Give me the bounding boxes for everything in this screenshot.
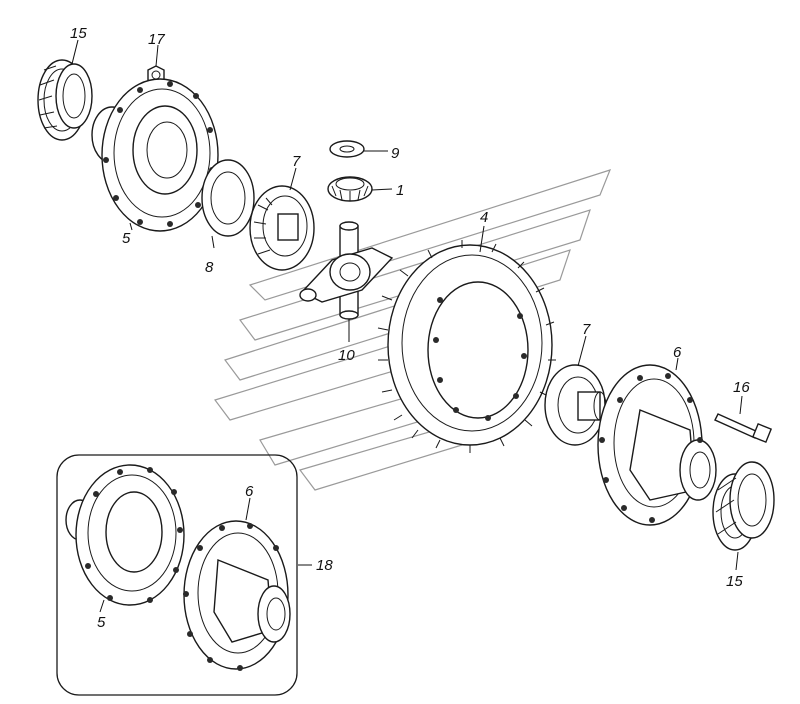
callout-5-box: 5: [97, 614, 106, 631]
leader-lines: [71, 39, 743, 613]
callout-6-box: 6: [245, 483, 254, 500]
callout-16: 16: [733, 379, 750, 396]
spider-10: [299, 221, 394, 320]
pinion-gear-1: [327, 176, 373, 202]
washer-8: [201, 159, 255, 237]
bearing-15-bottom: [712, 461, 775, 551]
callout-8: 8: [205, 259, 214, 276]
bolt-16: [714, 413, 773, 444]
bearing-15-top: [37, 59, 93, 141]
callout-17: 17: [148, 31, 165, 48]
side-gear-7-lower: [544, 364, 607, 446]
callout-15-top: 15: [70, 25, 87, 42]
callout-7-upper: 7: [292, 153, 301, 170]
callout-18: 18: [316, 557, 333, 574]
assembly-18-box: [56, 454, 298, 696]
housing-5-top: [91, 78, 219, 232]
callout-10: 10: [338, 347, 355, 364]
side-gear-7-upper: [249, 185, 315, 271]
callout-5-top: 5: [122, 230, 131, 247]
callouts: 15 17 5 8 7 9 1 10 4 7 6 16 15 6 18 5: [70, 25, 750, 631]
callout-1: 1: [396, 182, 404, 199]
callout-7-lower: 7: [582, 321, 591, 338]
callout-9: 9: [391, 145, 400, 162]
callout-6-right: 6: [673, 344, 682, 361]
callout-4: 4: [480, 209, 488, 226]
callout-15-bottom: 15: [726, 573, 743, 590]
housing-6-right: [597, 364, 717, 526]
ring-gear-4: [377, 240, 556, 453]
washer-9: [329, 140, 365, 158]
